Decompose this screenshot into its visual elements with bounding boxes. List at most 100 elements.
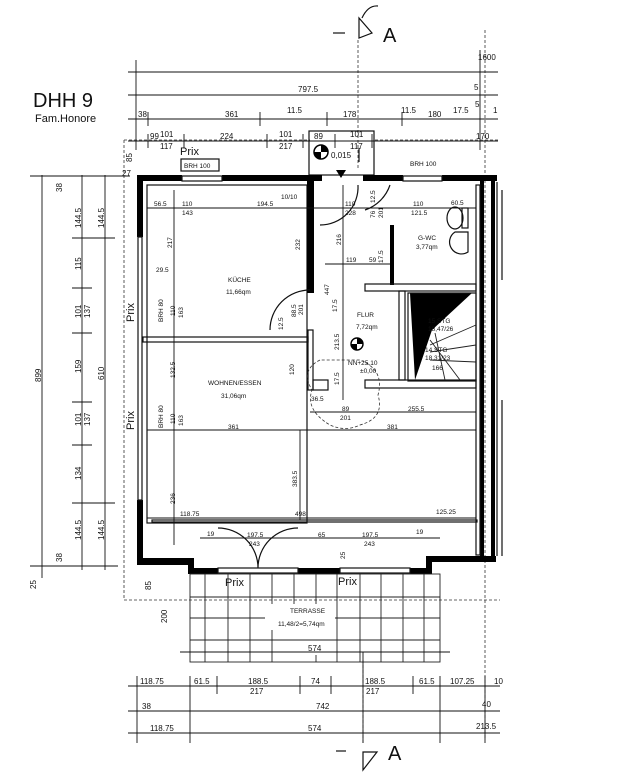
room-name-terrasse: TERRASSE xyxy=(290,608,326,615)
stairs-width: 166 xyxy=(432,365,443,372)
dimension-label: 134 xyxy=(74,466,83,480)
dimension-label: 107.25 xyxy=(450,677,475,686)
neighbour-house-edge xyxy=(496,182,503,556)
window-label: Prix xyxy=(125,411,137,430)
dimension-label: 163 xyxy=(178,307,185,318)
dimension-label: 144.5 xyxy=(97,207,106,228)
dimension-label: 243 xyxy=(364,541,375,548)
dimension-label: 213.5 xyxy=(476,722,497,731)
windows xyxy=(137,158,443,574)
dimension-label: 5 xyxy=(475,100,480,109)
toilet-icon xyxy=(446,206,469,230)
dimension-label: 118.75 xyxy=(140,677,164,686)
bottom-dimensions: 118.75 61.5 188.5 217 74 188.5 217 61.5 … xyxy=(128,652,503,743)
section-label: A xyxy=(383,25,397,47)
window-sill-label: BRH 100 xyxy=(184,163,211,170)
interior-walls xyxy=(142,181,481,556)
dimension-label: 36.5 xyxy=(311,396,324,403)
dimension-label: 197.5 xyxy=(362,532,379,539)
dimension-label: 85 xyxy=(125,153,134,162)
dimension-label: 10 xyxy=(494,677,503,686)
dimension-label: 217 xyxy=(366,687,380,696)
level-marker-icon xyxy=(313,144,329,160)
stairs-lower-ratio: 18,31/23 xyxy=(425,355,451,362)
exterior-walls xyxy=(137,175,497,574)
dimension-label: 188.5 xyxy=(248,677,269,686)
dimension-label: 38 xyxy=(55,553,64,562)
plan-title: DHH 9 xyxy=(33,90,93,112)
room-area-gwc: 3,77qm xyxy=(416,244,438,251)
dimension-label: 213.5 xyxy=(334,333,341,350)
dimension-label: 194.5 xyxy=(257,201,274,208)
dimension-label: 228 xyxy=(345,210,356,217)
dimension-label: 170 xyxy=(476,132,490,141)
room-name-kueche: KÜCHE xyxy=(228,276,251,284)
dimension-label: 119 xyxy=(346,257,357,264)
dimension-label: 101 xyxy=(74,304,83,318)
dimension-label: 159 xyxy=(74,359,83,373)
door-swing-cloud xyxy=(307,359,380,429)
dimension-label: 217 xyxy=(279,142,293,151)
dimension-label: 76 xyxy=(370,210,377,218)
dimension-label: 574 xyxy=(308,724,322,733)
level-zero: ±0,00 xyxy=(360,368,377,375)
top-dimensions: 1600 797.5 5 38 361 11.5 178 11.5 180 17… xyxy=(128,50,498,151)
dimension-label: 60.5 xyxy=(451,200,464,207)
dimension-label: 201 xyxy=(378,207,385,218)
dimension-label: 188.5 xyxy=(365,677,386,686)
dimension-label: 217 xyxy=(167,237,174,248)
stairs-lower-count: 14 STG xyxy=(425,347,447,354)
dimension-label: 5 xyxy=(474,83,479,92)
dimension-label: 383.5 xyxy=(292,470,299,487)
dimension-label: 144.5 xyxy=(74,207,83,228)
terrace-grid xyxy=(180,573,450,663)
dimension-label: 255.5 xyxy=(408,406,425,413)
dimension-label: 19 xyxy=(207,531,215,538)
left-dimension-labels: 38 144.5 144.5 115 101 137 899 159 610 1… xyxy=(29,153,169,623)
dimension-label: 236 xyxy=(170,493,177,504)
room-area-wohnen: 31,06qm xyxy=(221,393,246,400)
dimension-label: 216 xyxy=(336,234,343,245)
window-label: Prix xyxy=(125,303,137,322)
dimension-label: 120 xyxy=(289,364,296,375)
dimension-label: 178 xyxy=(343,110,357,119)
dimension-label: 115 xyxy=(74,257,83,270)
dimension-label: 132.5 xyxy=(170,361,177,378)
dimension-label: 201 xyxy=(298,304,305,315)
dimension-label: 25 xyxy=(340,551,347,559)
window-sill-label: BRH 100 xyxy=(410,161,437,168)
dimension-label: 143 xyxy=(182,210,193,217)
dimension-label: 201 xyxy=(340,415,351,422)
interior-dimension-labels: 56.5 110 143 194.5 10/10 110 228 12.5 76… xyxy=(154,190,464,559)
room-area-flur: 7,72qm xyxy=(356,324,378,331)
dimension-label: 137 xyxy=(83,304,92,318)
window-label: Prix xyxy=(180,146,199,158)
dimension-label: 121.5 xyxy=(411,210,428,217)
dimension-label: 117 xyxy=(160,142,173,151)
room-name-wohnen: WOHNEN/ESSEN xyxy=(208,380,262,387)
dimension-label: 381 xyxy=(387,424,398,431)
section-label: A xyxy=(388,743,402,765)
dimension-label: 232 xyxy=(295,239,302,250)
plot-boundary xyxy=(123,140,500,601)
dimension-label: 110 xyxy=(170,413,177,424)
dimension-label: 144.5 xyxy=(74,519,83,540)
dimension-label: 99 xyxy=(150,132,159,141)
room-name-gwc: G-WC xyxy=(418,235,436,242)
dimension-label: 17.5 xyxy=(332,299,339,312)
dimension-label: 447 xyxy=(324,284,331,295)
dimension-label: 742 xyxy=(316,702,330,711)
dimension-label: 74 xyxy=(311,677,320,686)
dimension-label: 17.5 xyxy=(334,372,341,385)
entrance-arrow-icon xyxy=(336,170,346,178)
doors xyxy=(217,184,391,569)
room-area-kueche: 11,66qm xyxy=(226,289,251,296)
dimension-label: 38 xyxy=(138,110,147,119)
dimension-label: 12.5 xyxy=(278,317,285,330)
window-label: Prix xyxy=(225,577,244,589)
dimension-label: 38 xyxy=(55,183,64,192)
dimension-label: 610 xyxy=(97,366,106,380)
dimension-label: 144.5 xyxy=(97,519,106,540)
dimension-label: 110 xyxy=(170,305,177,316)
